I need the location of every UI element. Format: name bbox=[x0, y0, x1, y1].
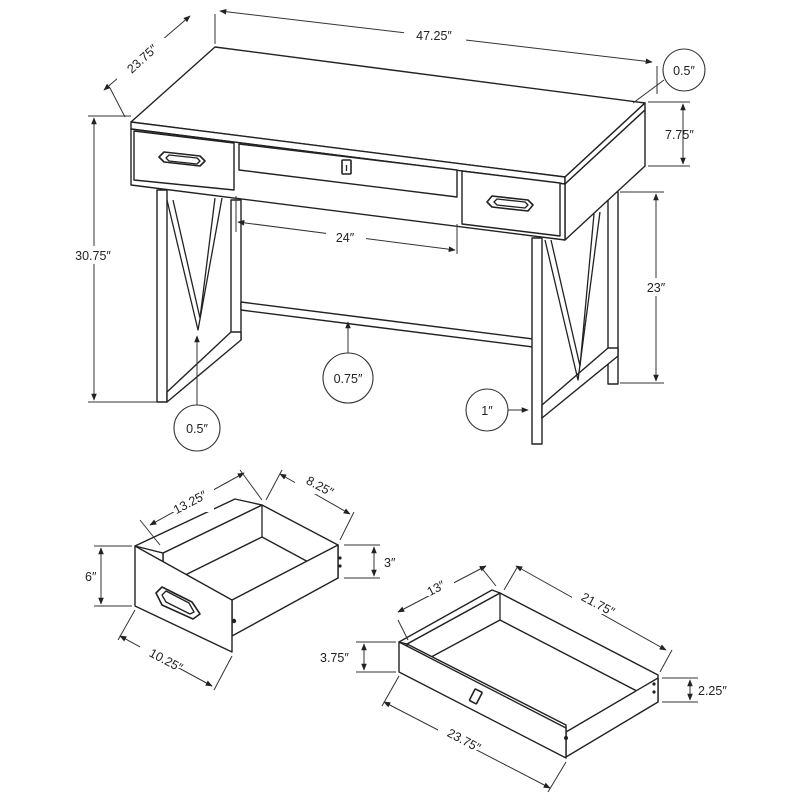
small-drawer-front-height-label: 6″ bbox=[85, 570, 97, 584]
large-drawer-front-height-label: 3.75″ bbox=[320, 651, 349, 665]
small-drawer-side bbox=[231, 544, 339, 637]
stretcher-label: 0.75″ bbox=[334, 372, 363, 386]
rod-label: 0.5″ bbox=[186, 422, 208, 436]
right-front-leg bbox=[531, 237, 543, 445]
left-v-rod bbox=[166, 197, 223, 331]
desk-legs bbox=[156, 189, 619, 445]
left-side-rail bbox=[166, 331, 242, 403]
leg-width-label: 1″ bbox=[481, 404, 493, 418]
large-drawer-drawing: 13″ 21.75″ 3.75″ 2.25″ 23.75″ bbox=[320, 565, 727, 793]
top-thickness-label: 0.5″ bbox=[673, 64, 695, 78]
right-v-rod bbox=[544, 211, 601, 381]
large-drawer-side-height-label: 2.25″ bbox=[698, 684, 727, 698]
right-side-rail bbox=[541, 347, 619, 419]
left-front-leg bbox=[156, 189, 168, 403]
apron-height-label: 7.75″ bbox=[665, 128, 694, 142]
leg-clearance-label: 23″ bbox=[647, 281, 666, 295]
rod-callout bbox=[173, 404, 221, 452]
clearance-width-label: 24″ bbox=[336, 231, 355, 245]
desk-dimensions: 47.25″ 23.75″ 0.5″ 7.75″ 30.75″ bbox=[64, 8, 706, 452]
desk-center-drawer-front bbox=[238, 143, 458, 198]
desk-right-drawer-front bbox=[461, 170, 561, 237]
small-drawer-handle-icon bbox=[155, 586, 201, 620]
leg-width-callout bbox=[465, 388, 509, 432]
small-drawer-front bbox=[134, 545, 233, 653]
back-stretcher bbox=[240, 301, 542, 349]
desk-top bbox=[130, 46, 646, 241]
total-height-label: 30.75″ bbox=[75, 249, 111, 263]
small-drawer-drawing: 13.25″ 8.25″ 6″ 3″ 10.25″ bbox=[85, 469, 396, 691]
left-drawer-handle-icon bbox=[158, 151, 206, 167]
top-thickness-callout bbox=[662, 48, 706, 92]
right-drawer-handle-icon bbox=[486, 195, 534, 212]
desk-width-label: 47.25″ bbox=[416, 29, 452, 43]
large-drawer-side bbox=[565, 677, 659, 758]
small-drawer-side-height-label: 3″ bbox=[384, 556, 396, 570]
stretcher-callout bbox=[322, 352, 374, 404]
desk-left-drawer-front bbox=[133, 130, 235, 191]
desk-drawing: 47.25″ 23.75″ 0.5″ 7.75″ 30.75″ bbox=[64, 8, 706, 452]
center-drawer-lock-icon bbox=[341, 159, 352, 175]
